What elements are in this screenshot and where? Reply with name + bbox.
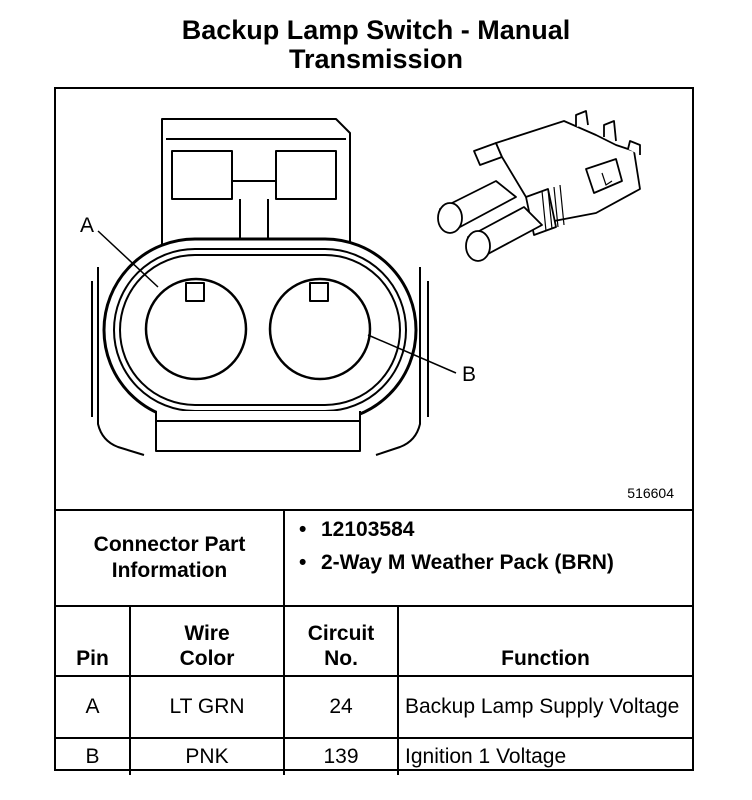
header-wire-line-1: Wire — [184, 622, 230, 645]
title-line-2: Transmission — [288, 44, 464, 74]
cell-wire-color: PNK — [129, 737, 285, 775]
header-wire-line-2: Color — [179, 647, 235, 670]
header-circuit-line-1: Circuit — [307, 622, 375, 645]
cell-circuit: 139 — [283, 737, 399, 775]
connector-illustration: A B 516604 — [56, 89, 692, 511]
cell-function: Backup Lamp Supply Voltage — [397, 675, 692, 739]
cell-pin: A — [56, 675, 131, 739]
header-circuit-line-2: No. — [324, 647, 358, 670]
header-circuit: Circuit No. — [283, 605, 399, 677]
connector-table: Connector Part Information 12103584 2-Wa… — [56, 509, 692, 775]
cell-wire-color: LT GRN — [129, 675, 285, 739]
connector-info-list: 12103584 2-Way M Weather Pack (BRN) — [299, 517, 686, 576]
connector-description: 2-Way M Weather Pack (BRN) — [299, 550, 686, 576]
cell-pin: B — [56, 737, 131, 775]
cell-circuit: 24 — [283, 675, 399, 739]
table-row: B PNK 139 Ignition 1 Voltage — [56, 737, 692, 775]
connector-info-values: 12103584 2-Way M Weather Pack (BRN) — [283, 509, 692, 607]
table-header-row: Pin Wire Color Circuit No. Function — [56, 605, 692, 677]
connector-part-number: 12103584 — [299, 517, 686, 543]
pin-a-callout: A — [80, 214, 95, 237]
connector-info-row: Connector Part Information 12103584 2-Wa… — [56, 509, 692, 607]
pin-b-callout: B — [462, 363, 477, 386]
table-row: A LT GRN 24 Backup Lamp Supply Voltage — [56, 675, 692, 739]
connector-label-line-2: Information — [111, 559, 228, 582]
header-function: Function — [397, 605, 692, 677]
header-pin: Pin — [56, 605, 131, 677]
cell-function: Ignition 1 Voltage — [397, 737, 692, 775]
diagram-title: Backup Lamp Switch - Manual Transmission — [0, 16, 752, 74]
connector-drawing — [91, 110, 641, 456]
header-wire-color: Wire Color — [129, 605, 285, 677]
title-line-1: Backup Lamp Switch - Manual — [181, 15, 571, 45]
diagram-frame: A B 516604 Connector Part Information 12… — [54, 87, 694, 775]
connector-info-label: Connector Part Information — [56, 509, 285, 607]
connector-label-line-1: Connector Part — [93, 533, 246, 556]
figure-id: 516604 — [627, 485, 674, 501]
